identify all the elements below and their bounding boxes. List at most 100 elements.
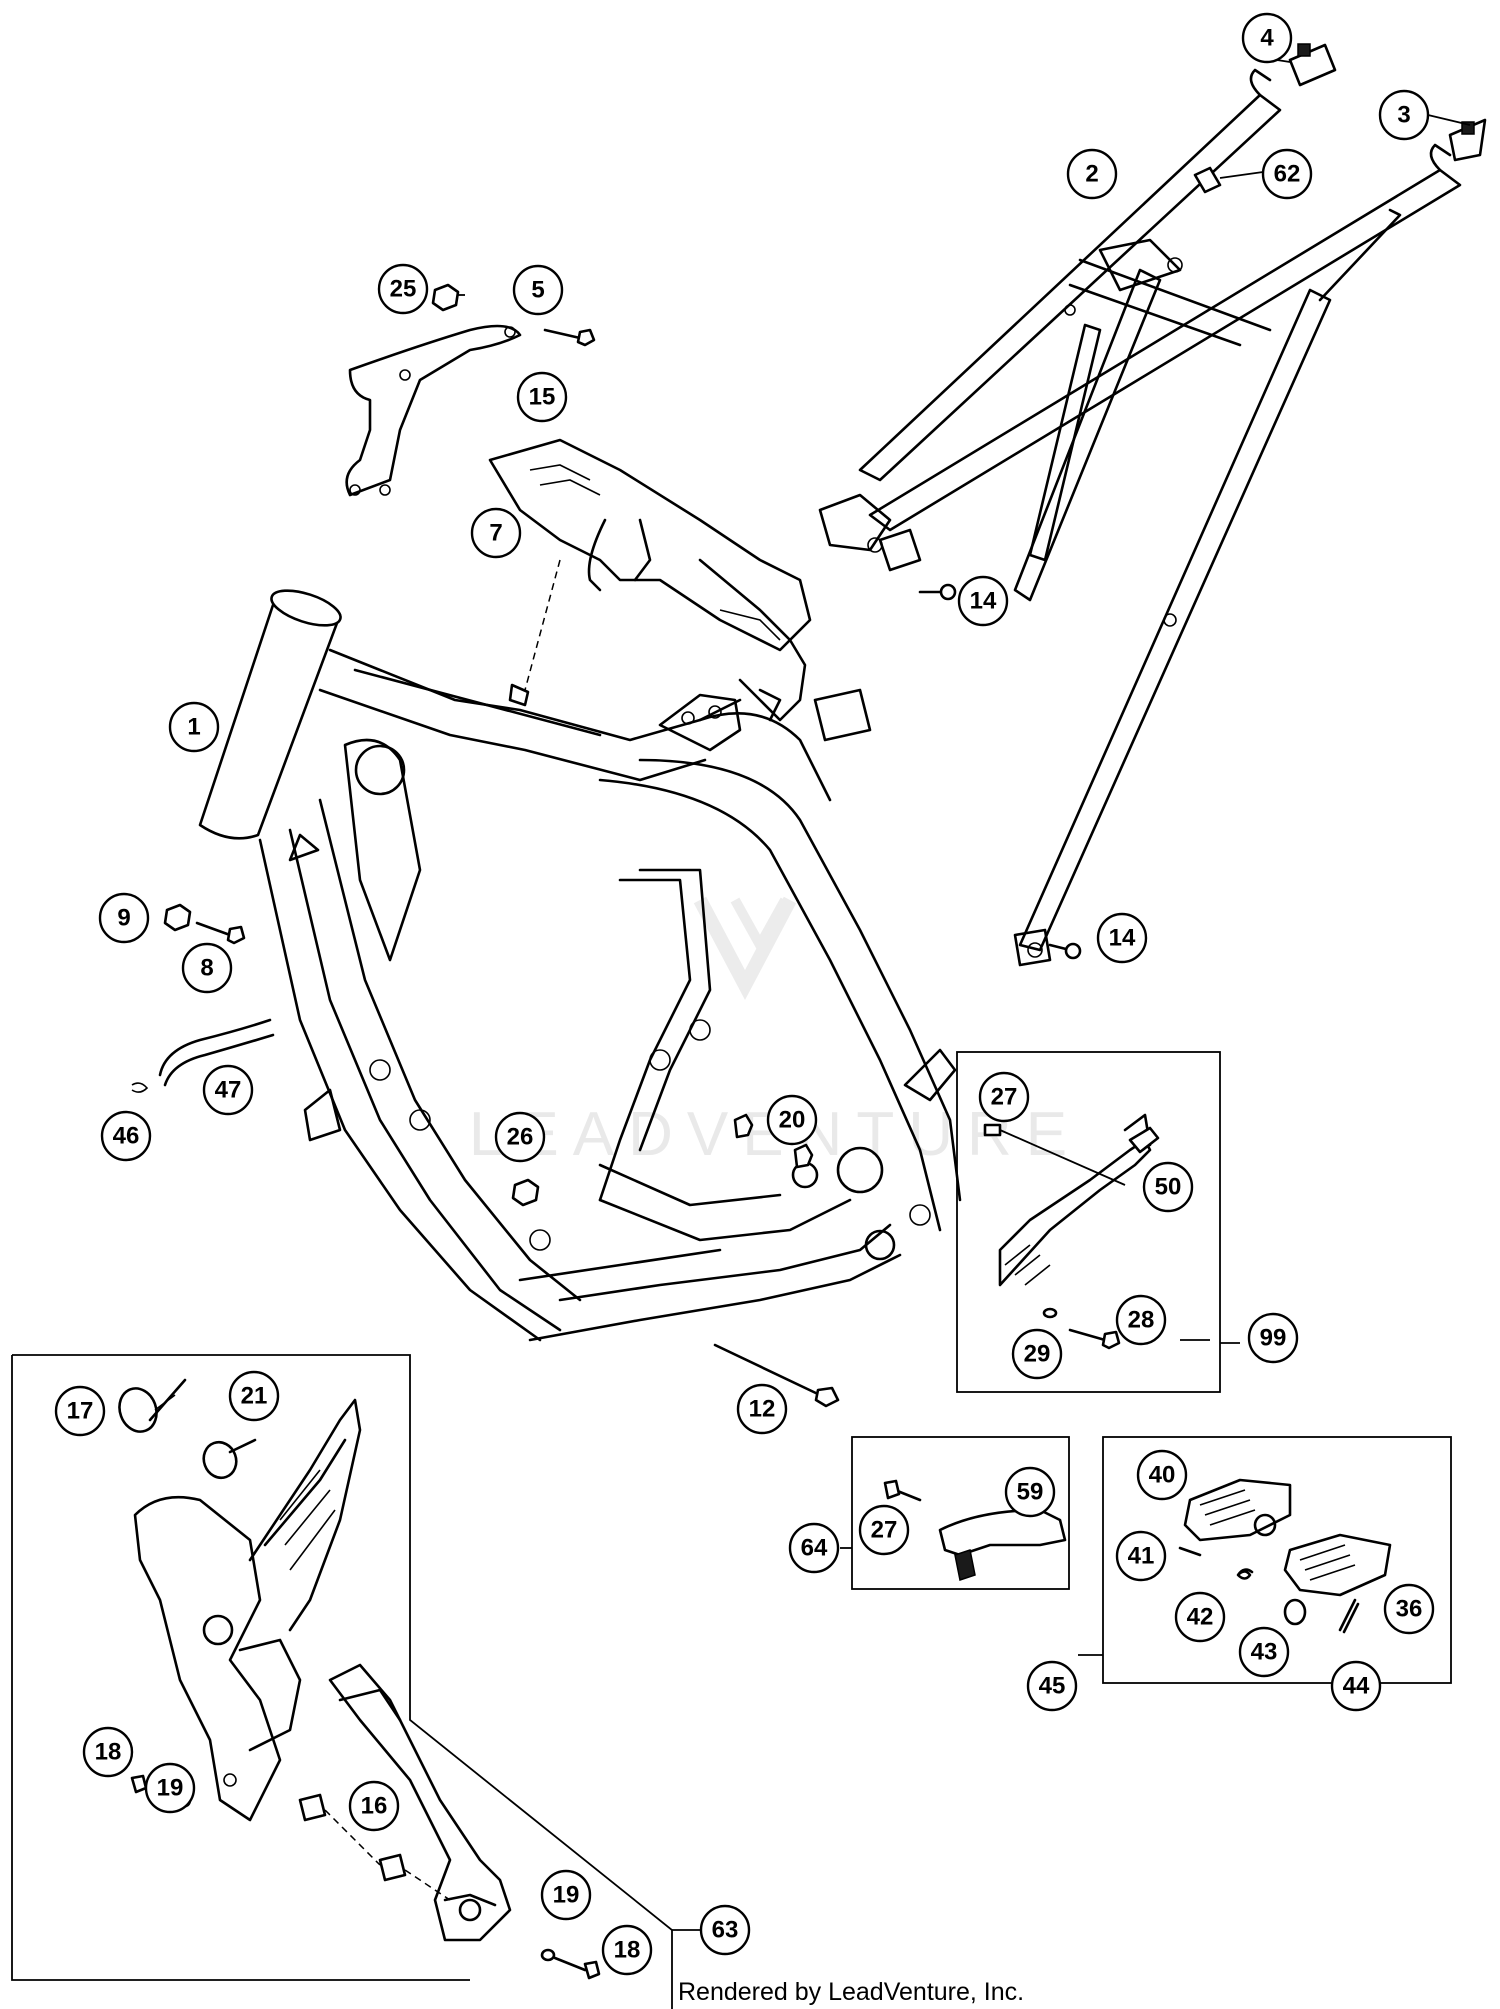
- callout-17: 17: [54, 1385, 106, 1437]
- callout-47: 47: [202, 1064, 254, 1116]
- callout-99: 99: [1247, 1312, 1299, 1364]
- svg-text:42: 42: [1187, 1604, 1214, 1631]
- callout-21: 21: [228, 1370, 280, 1422]
- svg-text:18: 18: [614, 1937, 641, 1964]
- callout-36: 36: [1383, 1583, 1435, 1635]
- watermark: LEADVENTURE: [469, 896, 1067, 1169]
- bolt-12: [713, 1343, 840, 1408]
- callout-63: 63: [699, 1904, 751, 1956]
- callout-26: 26: [494, 1111, 546, 1163]
- svg-text:14: 14: [970, 588, 997, 615]
- svg-text:29: 29: [1024, 1341, 1051, 1368]
- washer-19-right: [540, 1948, 556, 1962]
- svg-text:28: 28: [1128, 1307, 1155, 1334]
- subframe-end-caps: [1288, 43, 1487, 162]
- callout-41: 41: [1115, 1530, 1167, 1582]
- callout-64: 64: [788, 1522, 840, 1574]
- callout-42: 42: [1174, 1591, 1226, 1643]
- callout-18-right: 18: [601, 1924, 653, 1976]
- washer-43: [1283, 1598, 1307, 1626]
- svg-text:18: 18: [95, 1739, 122, 1766]
- callout-16: 16: [348, 1780, 400, 1832]
- bushing-62: [1193, 166, 1222, 194]
- svg-text:99: 99: [1260, 1325, 1287, 1352]
- nut-9: [163, 903, 192, 932]
- svg-text:5: 5: [531, 277, 544, 304]
- callout-5: 5: [512, 264, 564, 316]
- cotter-pin-44: [1338, 1598, 1360, 1634]
- frame-guard-left: [133, 1398, 362, 1822]
- svg-text:20: 20: [779, 1107, 806, 1134]
- nut-25: [431, 283, 460, 312]
- clip-46: [131, 1082, 149, 1093]
- bolt-27-guide: [983, 1123, 1002, 1137]
- svg-text:21: 21: [241, 1383, 268, 1410]
- spring-42: [1236, 1568, 1254, 1580]
- frame-guard-right: [328, 1663, 512, 1942]
- svg-text:4: 4: [1260, 25, 1274, 52]
- frame-protector-7: [488, 438, 812, 722]
- callout-18-left: 18: [82, 1726, 134, 1778]
- svg-text:45: 45: [1039, 1673, 1066, 1700]
- group-box-45: [1102, 1436, 1452, 1684]
- svg-text:46: 46: [113, 1123, 140, 1150]
- leader-lines: [458, 59, 1471, 1931]
- callout-27-slider: 27: [858, 1504, 910, 1556]
- group-box-63: [11, 1354, 673, 2009]
- callout-2: 2: [1066, 148, 1118, 200]
- svg-text:19: 19: [157, 1775, 184, 1802]
- pin-41: [1178, 1546, 1202, 1557]
- bolt-15: [543, 328, 596, 347]
- svg-text:8: 8: [200, 955, 213, 982]
- callout-25: 25: [377, 263, 429, 315]
- svg-text:47: 47: [215, 1077, 242, 1104]
- main-frame: [198, 559, 962, 1342]
- callout-3: 3: [1378, 89, 1430, 141]
- svg-text:16: 16: [361, 1793, 388, 1820]
- handlebar-bracket-5: [345, 324, 522, 497]
- svg-text:9: 9: [117, 905, 130, 932]
- callout-40: 40: [1136, 1449, 1188, 1501]
- slider-59: [938, 1508, 1067, 1581]
- group-box-64: [851, 1436, 1070, 1590]
- callout-62: 62: [1261, 148, 1313, 200]
- svg-text:41: 41: [1128, 1543, 1155, 1570]
- chain-guide-50: [998, 1113, 1160, 1287]
- svg-text:2: 2: [1085, 161, 1098, 188]
- svg-text:19: 19: [553, 1882, 580, 1909]
- svg-text:40: 40: [1149, 1462, 1176, 1489]
- callout-46: 46: [100, 1110, 152, 1162]
- svg-text:14: 14: [1109, 925, 1136, 952]
- callout-14-upper: 14: [957, 575, 1009, 627]
- hose-47: [158, 1018, 275, 1087]
- svg-text:63: 63: [712, 1917, 739, 1944]
- svg-text:43: 43: [1251, 1639, 1278, 1666]
- callout-19-right: 19: [540, 1869, 592, 1921]
- callout-20: 20: [766, 1094, 818, 1146]
- callout-50: 50: [1142, 1161, 1194, 1213]
- bolt-18-right: [553, 1956, 587, 1972]
- nut-20-lower: [793, 1143, 814, 1169]
- footrest-40: [1183, 1478, 1292, 1542]
- callout-44: 44: [1330, 1660, 1382, 1712]
- svg-text:26: 26: [507, 1124, 534, 1151]
- spacer-16-a: [298, 1793, 327, 1822]
- svg-text:27: 27: [871, 1517, 898, 1544]
- nut-26: [511, 1178, 540, 1207]
- svg-text:3: 3: [1397, 102, 1410, 129]
- callout-14-lower: 14: [1096, 912, 1148, 964]
- callout-19-left: 19: [144, 1762, 196, 1814]
- svg-text:50: 50: [1155, 1174, 1182, 1201]
- cable-tie-21: [202, 1438, 257, 1480]
- callout-7: 7: [470, 507, 522, 559]
- svg-text:12: 12: [749, 1396, 776, 1423]
- bolt-28: [1068, 1328, 1107, 1342]
- spacer-16-b: [378, 1853, 407, 1882]
- callout-15: 15: [516, 371, 568, 423]
- cable-tie-17: [118, 1378, 187, 1433]
- callout-12: 12: [736, 1383, 788, 1435]
- footrest-36: [1283, 1533, 1392, 1597]
- svg-text:36: 36: [1396, 1596, 1423, 1623]
- callout-27-guide: 27: [978, 1071, 1030, 1123]
- bolts-14: [918, 583, 1082, 960]
